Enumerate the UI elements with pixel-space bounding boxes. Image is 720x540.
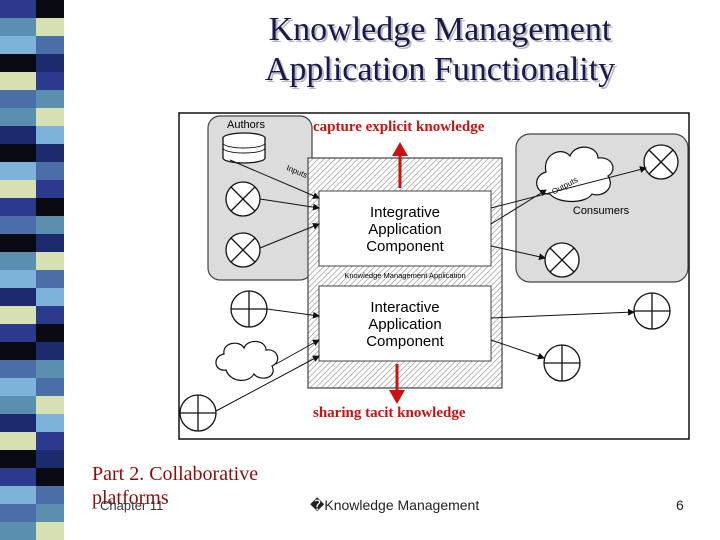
stripe-block [36,198,64,216]
stripe-block [0,342,36,360]
plus-node-icon-right-1 [633,292,671,330]
stripe-block [36,72,64,90]
stripe-block [36,378,64,396]
integrative-component-box [318,190,492,267]
stripe-block [0,0,36,18]
authors-label: Authors [227,119,265,131]
stripe-block [0,108,36,126]
stripe-block [0,450,36,468]
interactive-line-2: Application [368,316,441,333]
stripe-block [0,252,36,270]
capture-arrow [392,142,408,188]
consumers-label: Consumers [573,205,630,217]
stripe-block [36,522,64,540]
stripe-block [0,468,36,486]
stripe-block [0,324,36,342]
stripe-block [0,18,36,36]
stripe-block [36,450,64,468]
stripe-block [0,54,36,72]
interactive-line-3: Component [366,333,444,350]
page-number: 6 [676,497,684,513]
plus-node-icon-left-2 [179,394,217,432]
stripe-block [36,234,64,252]
stripe-block [36,18,64,36]
km-diagram: Authors Integrative Application Componen… [178,112,690,440]
km-application-label: Knowledge Management Application [344,271,465,280]
consumer-x-icon-1 [643,144,679,180]
stripe-block [0,432,36,450]
stripe-block [36,126,64,144]
sharing-tacit-knowledge-label: sharing tacit knowledge [313,405,466,421]
slide-title: Knowledge Management Application Functio… [200,10,680,90]
cloud-icon-consumers [536,146,614,203]
chapter-label: Chapter 11 [100,498,164,513]
stripe-block [0,216,36,234]
stripe-block [36,360,64,378]
stripe-block [36,216,64,234]
stripe-block [36,432,64,450]
stripe-block [36,288,64,306]
stripe-block [0,522,36,540]
stripe-block [36,306,64,324]
stripe-block [36,252,64,270]
plus-node-icon-left-1 [230,290,268,328]
stripe-block [0,180,36,198]
stripe-block [0,504,36,522]
authors-database-icon [222,132,266,164]
stripe-block [36,162,64,180]
stripe-block [0,72,36,90]
plus-node-icon-right-2 [543,344,581,382]
stripe-block [36,504,64,522]
author-source-x-icon-1 [225,181,261,217]
stripe-block [0,378,36,396]
decorative-stripe-bar [0,0,64,540]
stripe-block [36,90,64,108]
part-label: Part 2. Collaborative platforms [92,462,258,510]
title-line-2: Application Functionality [264,51,616,88]
stripe-block [36,486,64,504]
stripe-block [36,396,64,414]
stripe-block [0,486,36,504]
stripe-block [0,306,36,324]
consumer-x-icon-2 [544,242,580,278]
author-source-x-icon-2 [225,232,261,268]
stripe-block [36,36,64,54]
stripe-block [36,324,64,342]
integrative-line-3: Component [366,238,444,255]
course-label: �Knowledge Management [310,497,480,513]
stripe-block [0,126,36,144]
stripe-block [0,144,36,162]
capture-explicit-knowledge-label: capture explicit knowledge [313,119,485,135]
integrative-line-2: Application [368,221,441,238]
stripe-block [0,198,36,216]
stripe-block [36,54,64,72]
stripe-block [0,36,36,54]
stripe-block [36,414,64,432]
stripe-block [0,414,36,432]
stripe-block [36,468,64,486]
stripe-block [0,396,36,414]
stripe-block [36,270,64,288]
stripe-block [0,234,36,252]
stripe-block [36,342,64,360]
cloud-icon-left [215,340,279,381]
part-label-line-1: Part 2. Collaborative [92,463,259,485]
stripe-block [36,108,64,126]
stripe-block [36,0,64,18]
part-label-line-2: platforms [92,487,169,509]
interactive-line-1: Interactive [370,299,439,316]
interactive-component-box [318,285,492,362]
stripe-block [36,144,64,162]
title-line-1: Knowledge Management [268,11,612,48]
integrative-line-1: Integrative [370,204,440,221]
stripe-block [0,162,36,180]
stripe-block [36,180,64,198]
connector-arrows [215,159,647,412]
stripe-block [0,360,36,378]
stripe-block [0,288,36,306]
sharing-arrow [389,364,405,404]
stripe-block [0,90,36,108]
stripe-block [0,270,36,288]
